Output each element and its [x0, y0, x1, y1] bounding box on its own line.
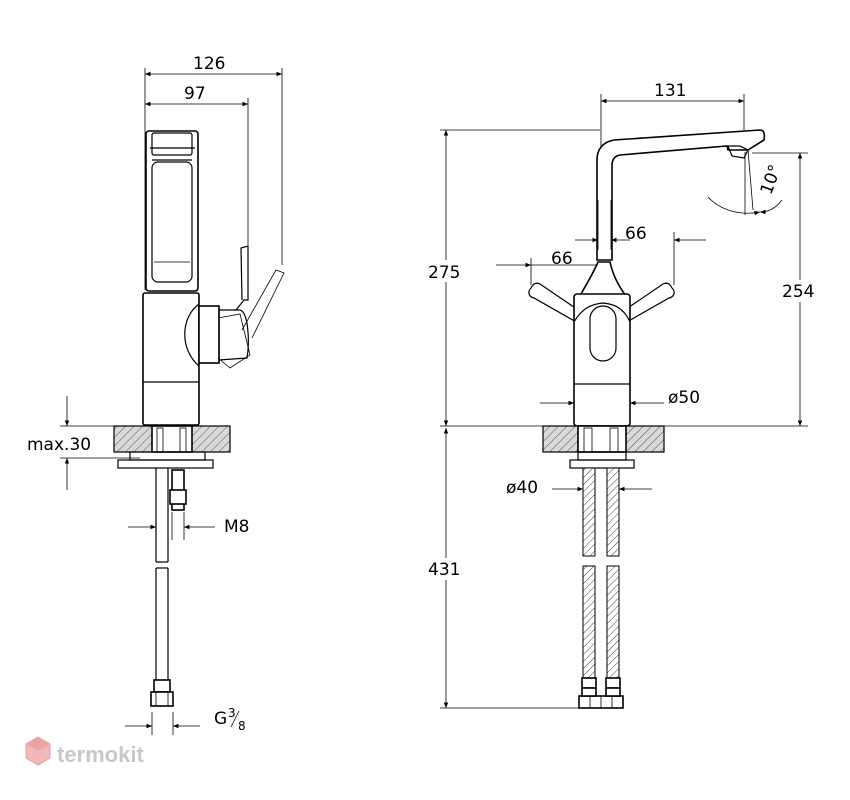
dim-g38: G 3 8	[125, 706, 246, 735]
stud-hose-side	[150, 468, 187, 707]
body-front	[573, 293, 631, 427]
dim-max30: max.30	[27, 396, 140, 490]
dim-hose-length-label: 431	[428, 560, 460, 580]
dim-spout-reach-label: 131	[654, 81, 686, 101]
dim-m8: M8	[128, 512, 249, 540]
dim-angle: 10°	[707, 149, 786, 216]
dim-width-total-label: 126	[193, 54, 225, 74]
dim-hole-diameter-label: ø40	[506, 478, 538, 498]
dim-height-total-label: 275	[428, 263, 460, 283]
side-view: 126 97	[27, 54, 285, 735]
dim-lever-right-label: 66	[625, 224, 647, 244]
spout-front	[596, 129, 766, 261]
dim-126: 126	[144, 54, 283, 290]
body-side	[142, 245, 285, 426]
dim-thread-hose-label: G	[214, 709, 227, 729]
deck-front	[542, 425, 665, 469]
dim-thread-hose-denominator: 8	[238, 719, 246, 733]
dim-height-outlet-label: 254	[782, 282, 814, 302]
dim-deck-label: max.30	[27, 435, 91, 455]
dim-275: 275	[426, 129, 600, 427]
dim-width-body-label: 97	[184, 84, 206, 104]
dim-66: 66 66	[496, 200, 706, 285]
dim-131: 131	[600, 81, 745, 150]
dim-body-diameter-label: ø50	[668, 388, 700, 408]
dim-d50: ø50	[540, 388, 700, 408]
spout-side	[145, 130, 199, 292]
dim-spout-angle-label: 10°	[757, 162, 786, 197]
dim-lever-left-label: 66	[551, 249, 573, 269]
hoses-front	[578, 467, 624, 709]
dim-431: 431	[426, 428, 582, 709]
dim-thread-stud-label: M8	[224, 517, 249, 537]
dim-d40: ø40	[506, 478, 652, 498]
dim-254: 254	[640, 152, 820, 427]
watermark: termokit	[25, 736, 144, 767]
dim-thread-hose-numerator: 3	[228, 706, 236, 720]
front-view: 131 10° 275 254	[426, 81, 820, 709]
dim-97: 97	[145, 84, 249, 245]
watermark-brand-text: termokit	[57, 742, 144, 767]
deck-side	[113, 425, 231, 469]
